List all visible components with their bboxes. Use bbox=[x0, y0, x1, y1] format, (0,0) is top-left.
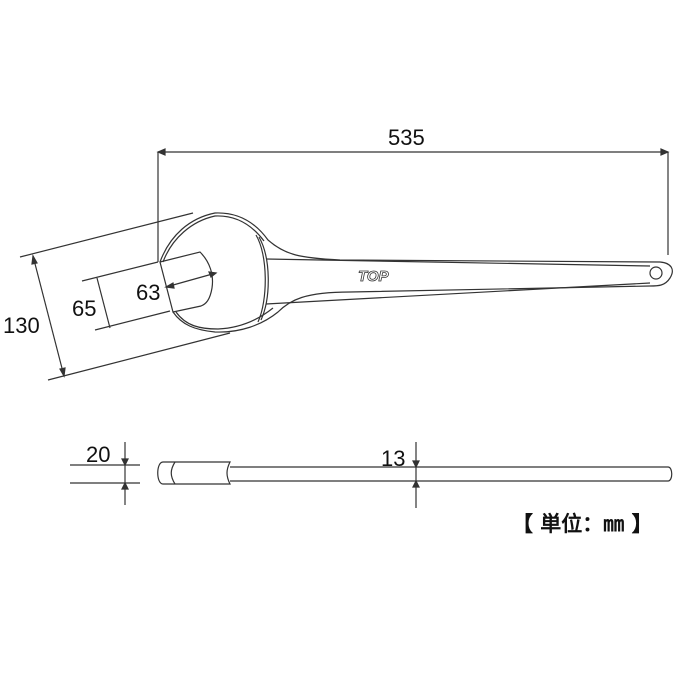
overall-length-label: 535 bbox=[388, 125, 425, 150]
handle-thickness-label: 13 bbox=[381, 446, 405, 471]
head-width-dimension bbox=[19, 212, 231, 381]
head-thickness-label: 20 bbox=[86, 442, 110, 467]
overall-length-dimension bbox=[156, 148, 670, 262]
jaw-opening-label: 63 bbox=[136, 280, 160, 305]
brand-logo: TOP bbox=[358, 268, 390, 285]
jaw-depth-dimension bbox=[81, 261, 171, 331]
head-width-label: 130 bbox=[3, 313, 40, 338]
jaw-depth-label: 65 bbox=[72, 296, 96, 321]
handle-thickness-dimension bbox=[412, 442, 420, 508]
unit-label: 【 単位：㎜ 】 bbox=[512, 512, 653, 536]
jaw-opening-dimension bbox=[164, 271, 218, 289]
head-thickness-dimension bbox=[70, 442, 140, 505]
wrench-top-view bbox=[159, 212, 673, 333]
wrench-side-view bbox=[157, 461, 673, 485]
